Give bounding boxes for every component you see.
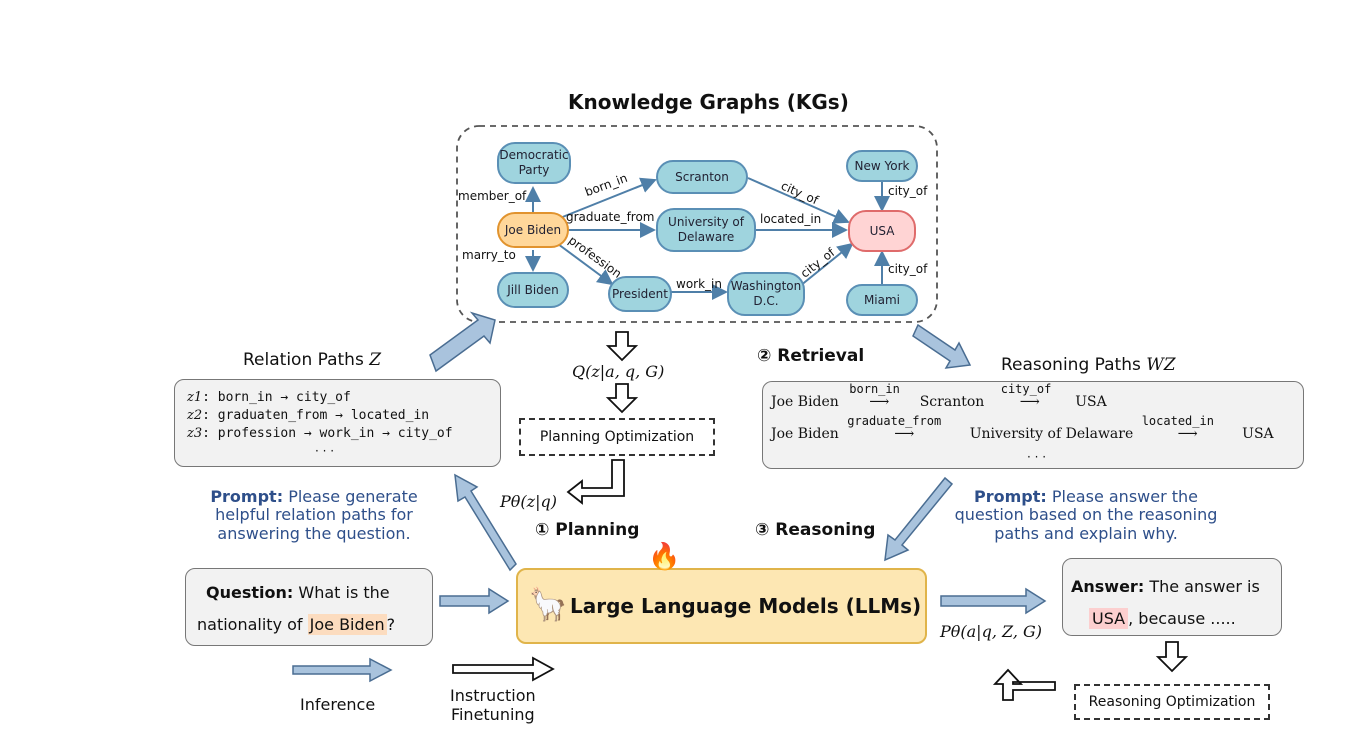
question-box: Question: What is the nationality of Joe… xyxy=(185,568,433,646)
reasoning-optimization: Reasoning Optimization xyxy=(1074,684,1270,720)
step-planning: ① Planning xyxy=(535,520,640,540)
answer-line-2: USA, because ..... xyxy=(1089,608,1236,629)
relation-path-z1: z1: born_in → city_of xyxy=(187,390,351,405)
legend-finetuning-arrow xyxy=(452,656,555,682)
arrow-llm-to-prompt xyxy=(454,473,517,572)
legend-finetuning-label: Instruction Finetuning xyxy=(450,686,536,725)
kg-frame xyxy=(456,125,938,323)
kg-title: Knowledge Graphs (KGs) xyxy=(568,90,849,114)
planning-optimization: Planning Optimization xyxy=(519,418,715,456)
node-usa: USA xyxy=(848,210,916,252)
relation-paths-heading: Relation Paths Z xyxy=(243,350,382,370)
edge-profession xyxy=(557,243,614,286)
edge-label-city-of-miami: city_of xyxy=(888,262,928,276)
edge-born-in xyxy=(559,177,657,219)
step-reasoning: ③ Reasoning xyxy=(755,520,876,540)
node-university-of-delaware: University of Delaware xyxy=(656,208,756,252)
node-miami: Miami xyxy=(846,284,918,316)
arrow-kg-to-relation xyxy=(429,311,496,373)
legend-inference-arrow xyxy=(292,657,393,683)
p-planning-formula: Pθ(z|q) xyxy=(500,492,557,511)
relation-paths-ellipsis: · · · xyxy=(315,444,335,458)
node-jill-biden: Jill Biden xyxy=(497,272,569,308)
node-scranton: Scranton xyxy=(656,160,748,194)
edge-city-of-washington xyxy=(799,242,854,287)
relation-path-z3: z3: profession → work_in → city_of xyxy=(187,426,453,441)
prompt-planning: Prompt: Please generate helpful relation… xyxy=(210,487,418,543)
arrow-kg-to-reasoning xyxy=(912,323,972,369)
step-retrieval: ② Retrieval xyxy=(757,346,865,366)
arrow-answer-to-reasoning-opt xyxy=(1155,641,1189,673)
p-answer-formula: Pθ(a|q, Z, G) xyxy=(940,622,1043,641)
arrow-reasoning-opt-back xyxy=(992,668,1056,701)
legend-inference-label: Inference xyxy=(300,695,376,714)
reasoning-paths-symbol: WZ xyxy=(1146,355,1176,375)
answer-box: Answer: The answer is USA, because ..... xyxy=(1062,558,1282,636)
reasoning-paths-box: Joe Biden born_in⟶ Scranton city_of⟶ USA… xyxy=(762,381,1304,469)
llama-icon: 🦙 xyxy=(528,585,568,623)
reasoning-path-1: Joe Biden born_in⟶ Scranton city_of⟶ USA xyxy=(771,382,1107,410)
edge-city-of-scranton xyxy=(747,177,850,224)
arrow-llm-to-answer xyxy=(940,587,1047,615)
relation-paths-symbol: Z xyxy=(369,350,382,370)
node-new-york: New York xyxy=(846,150,918,182)
node-president: President xyxy=(608,276,672,312)
arrow-q-to-planning xyxy=(605,383,639,414)
node-joe-biden: Joe Biden xyxy=(497,212,569,248)
edge-label-graduate-from: graduate_from xyxy=(566,210,655,224)
edge-label-work-in: work_in xyxy=(676,277,722,291)
relation-paths-box: z1: born_in → city_of z2: graduaten_from… xyxy=(174,379,501,467)
reasoning-path-2: Joe Biden graduate_from⟶ University of D… xyxy=(771,414,1274,442)
node-democratic-party: Democratic Party xyxy=(497,142,571,184)
answer-entity-highlight: USA xyxy=(1089,608,1129,629)
reasoning-paths-ellipsis: · · · xyxy=(1027,450,1047,464)
llm-box: 🦙 Large Language Models (LLMs) xyxy=(516,568,927,644)
reasoning-paths-heading: Reasoning Paths WZ xyxy=(1001,355,1176,375)
arrow-kg-to-q xyxy=(605,331,639,362)
arrow-planning-to-p xyxy=(566,459,625,505)
prompt-reasoning: Prompt: Please answer the question based… xyxy=(954,487,1218,543)
llm-label: Large Language Models (LLMs) xyxy=(570,594,922,618)
fire-icon: 🔥 xyxy=(648,542,681,572)
edge-label-located-in: located_in xyxy=(760,212,822,226)
answer-line-1: Answer: The answer is xyxy=(1071,577,1260,596)
edge-label-city-of-newyork: city_of xyxy=(888,184,928,198)
arrow-reasoning-to-llm xyxy=(884,476,954,562)
q-formula: Q(z|a, q, G) xyxy=(572,362,665,381)
arrow-question-to-llm xyxy=(439,587,510,615)
question-line-1: Question: What is the xyxy=(206,583,390,602)
edge-label-member-of: member_of xyxy=(458,189,527,203)
edge-label-marry-to: marry_to xyxy=(462,248,516,262)
question-entity-highlight: Joe Biden xyxy=(307,614,387,635)
relation-path-z2: z2: graduaten_from → located_in xyxy=(187,408,430,423)
question-line-2: nationality of Joe Biden? xyxy=(197,614,396,635)
node-washington-dc: Washington D.C. xyxy=(727,272,805,316)
